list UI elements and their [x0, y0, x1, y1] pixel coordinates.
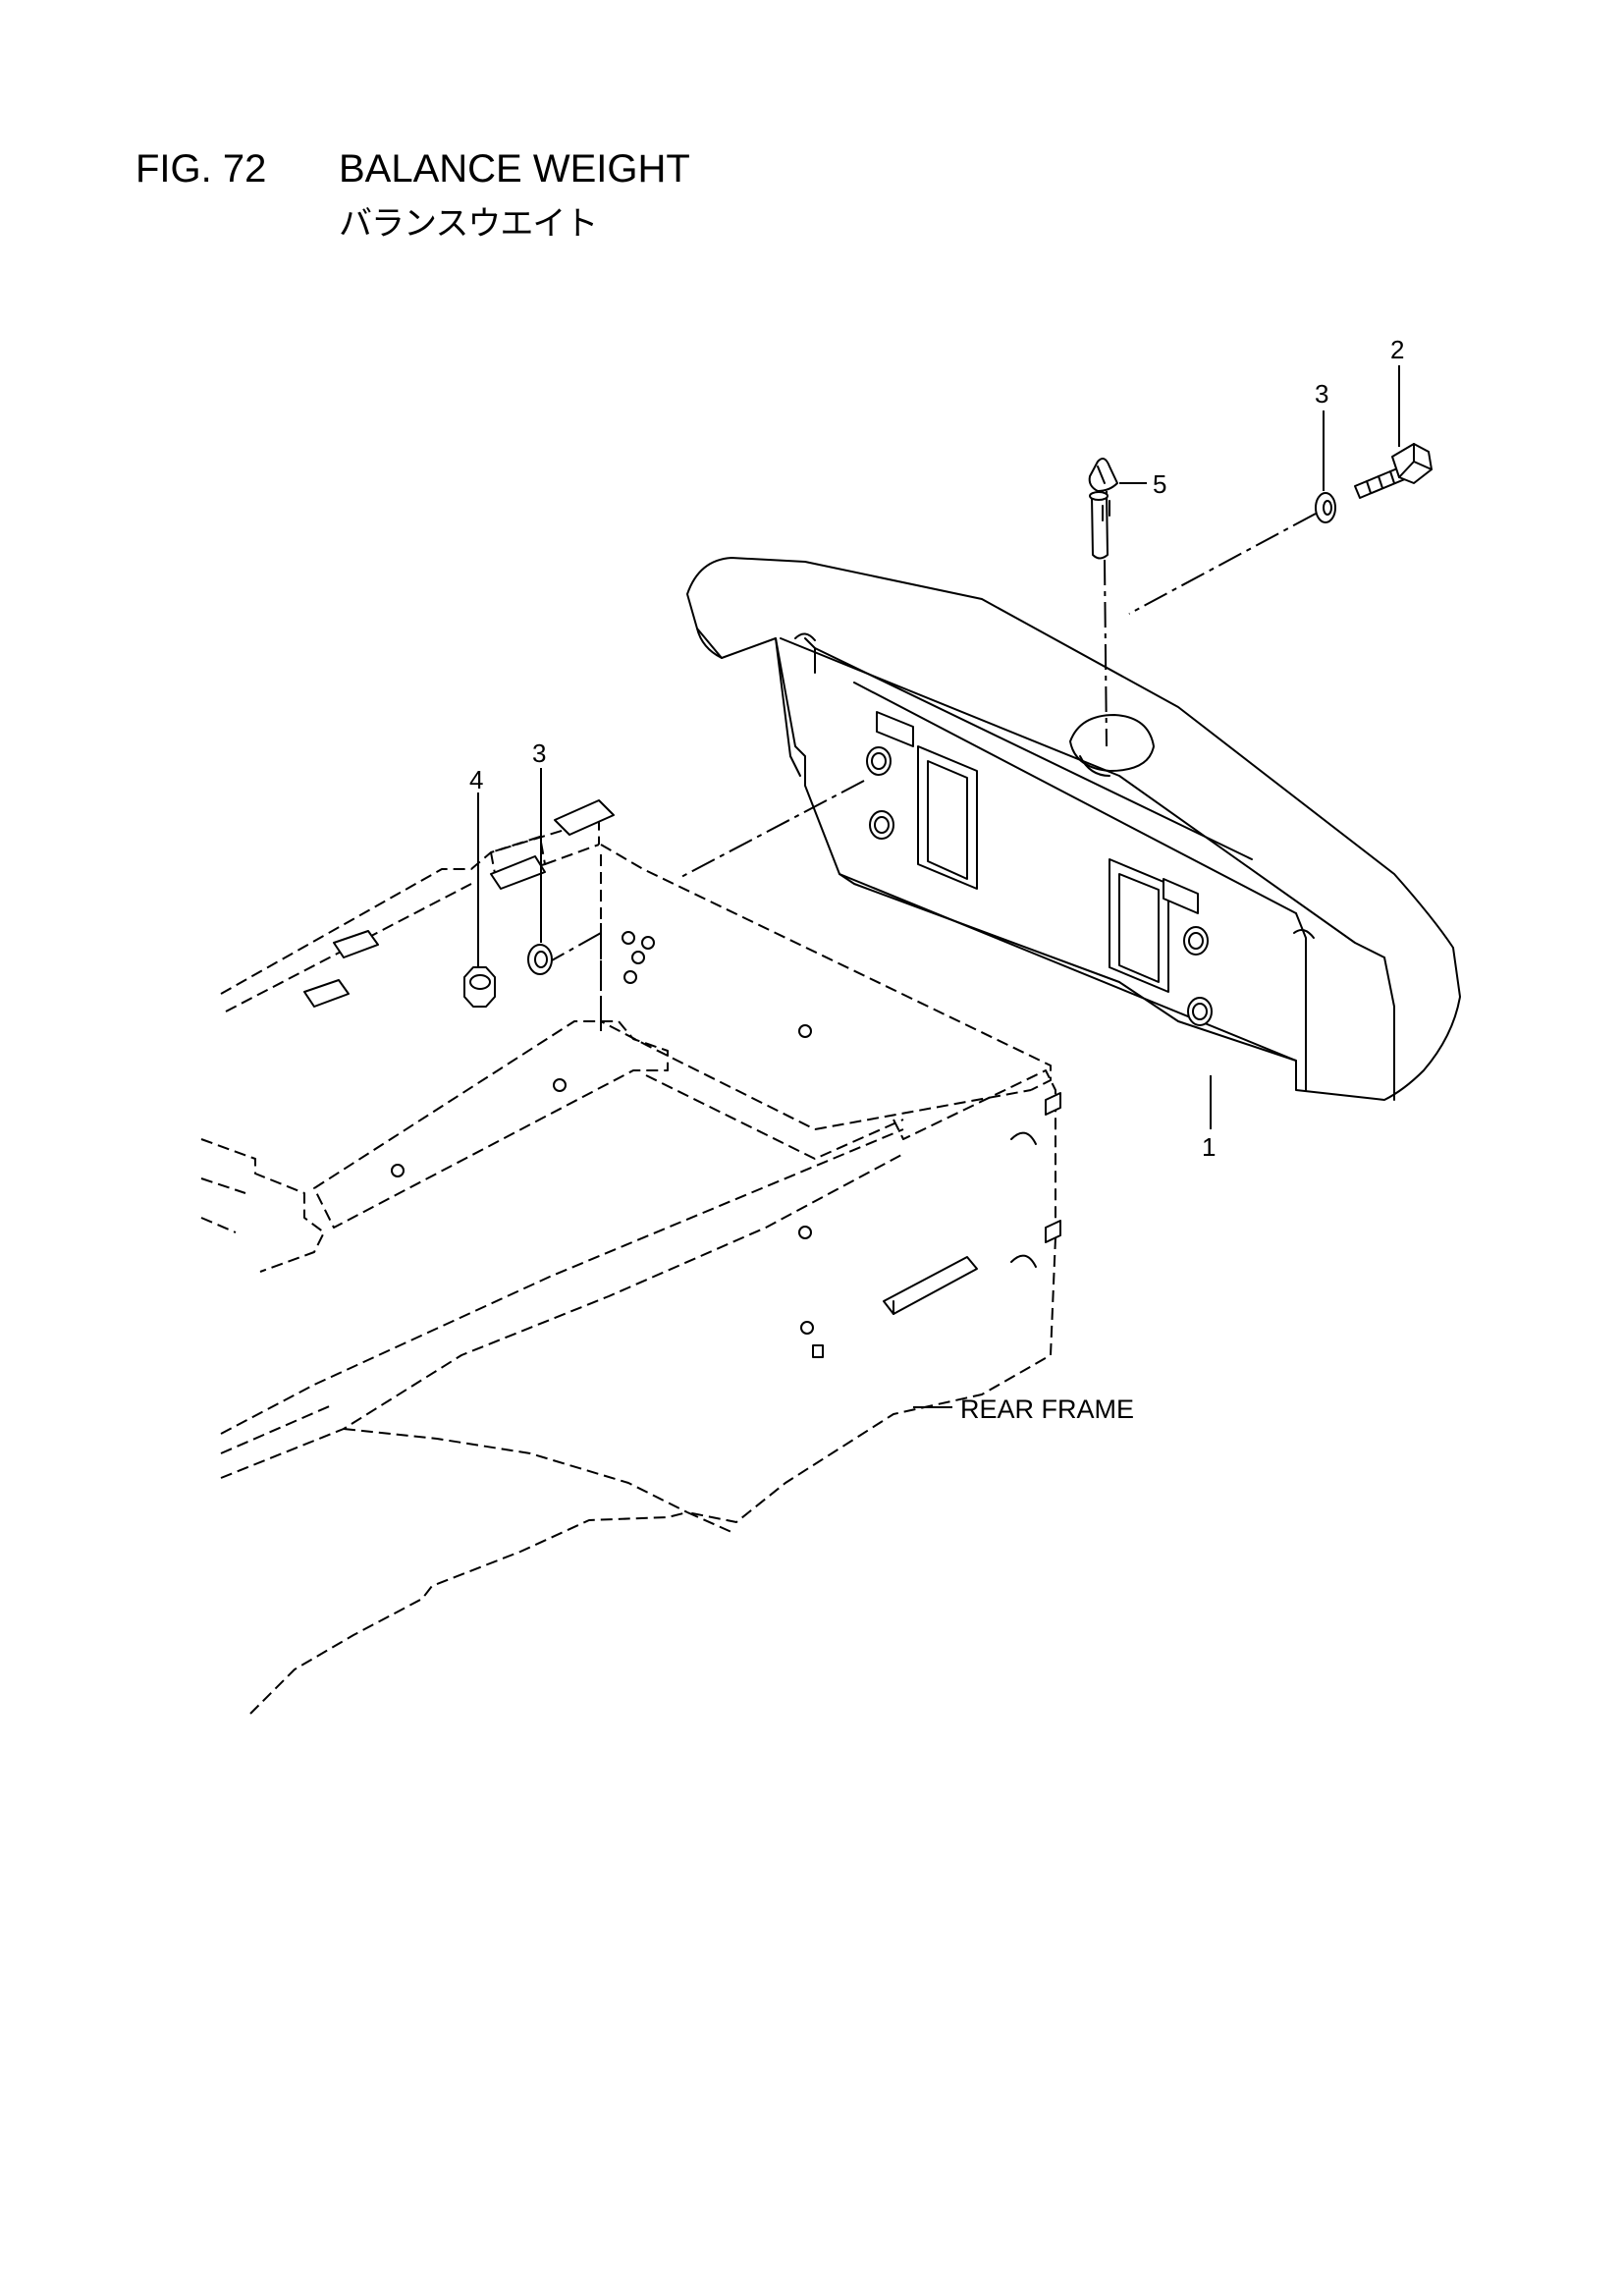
callout-2: 2 — [1390, 335, 1404, 364]
washer-lower-part — [527, 944, 553, 975]
callout-3-upper: 3 — [1315, 379, 1328, 409]
figure-number: FIG. 72 — [135, 147, 267, 191]
figure-title: BALANCE WEIGHT — [339, 147, 690, 191]
rear-frame-outline — [200, 799, 1061, 1715]
callout-3-lower: 3 — [532, 738, 546, 768]
assembly-center-lines — [551, 513, 1317, 1031]
nut-part — [463, 966, 496, 1008]
pin-part — [1088, 457, 1118, 560]
callout-1: 1 — [1202, 1132, 1216, 1162]
figure-subtitle: バランスウエイト — [339, 204, 598, 244]
rear-frame-label: REAR FRAME — [960, 1394, 1134, 1424]
callout-4: 4 — [469, 765, 483, 794]
bolt-part — [1354, 443, 1433, 499]
leader-lines — [477, 365, 1400, 1408]
callout-5: 5 — [1153, 469, 1166, 499]
washer-upper-part — [1315, 492, 1336, 523]
balance-weight-part — [686, 557, 1461, 1101]
